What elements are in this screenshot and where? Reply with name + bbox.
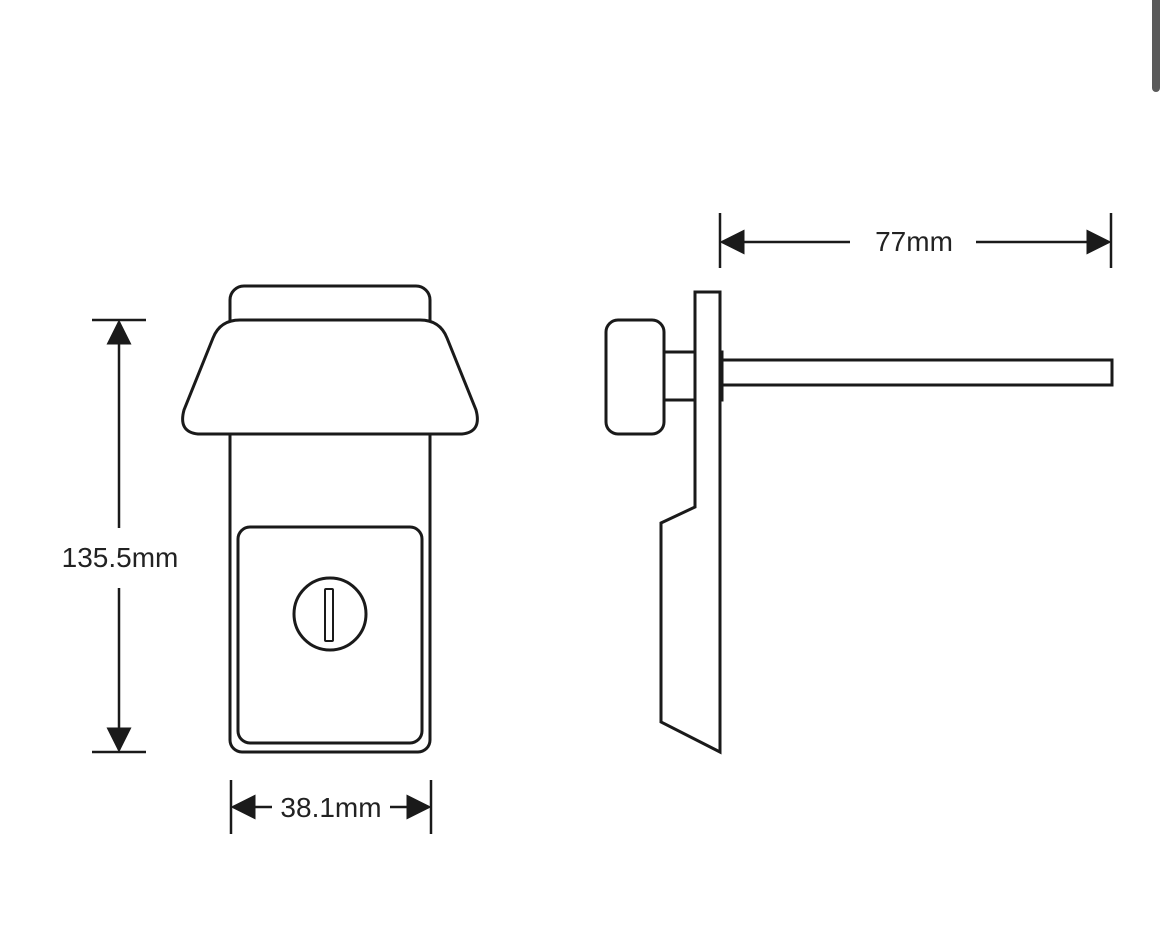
height-dimension: 135.5mm: [62, 318, 179, 754]
key-cylinder: [292, 576, 368, 652]
width-dimension-label: 38.1mm: [280, 792, 381, 823]
vertical-scrollbar[interactable]: [1152, 0, 1160, 92]
side-view: [604, 290, 1114, 755]
front-hood: [181, 318, 479, 436]
depth-dimension-label: 77mm: [875, 226, 953, 257]
side-plate-profile: [659, 290, 722, 755]
width-dimension: 38.1mm: [229, 780, 433, 834]
height-dimension-label: 135.5mm: [62, 542, 179, 573]
side-knob: [604, 318, 666, 436]
side-shaft: [718, 358, 1114, 387]
depth-dimension: 77mm: [718, 213, 1113, 268]
front-view: [181, 284, 479, 754]
keyhole-slot: [324, 588, 334, 642]
